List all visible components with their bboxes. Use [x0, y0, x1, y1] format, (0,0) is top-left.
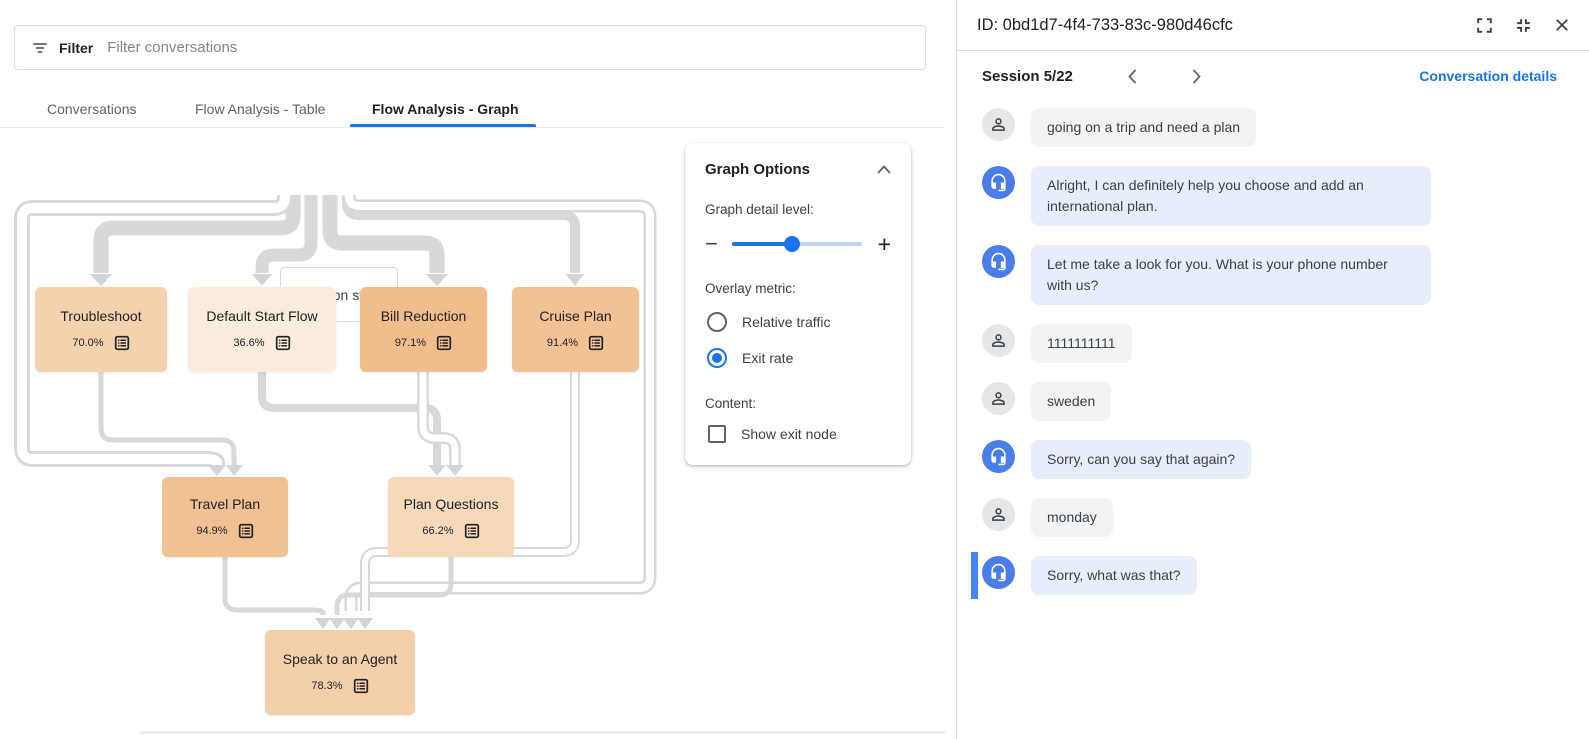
slider-fill	[731, 242, 792, 246]
message-bubble: Let me take a look for you. What is your…	[1031, 245, 1431, 305]
filter-label: Filter	[59, 39, 94, 56]
message-bubble: Sorry, what was that?	[1031, 556, 1197, 595]
list-icon[interactable]	[114, 335, 130, 351]
message-bubble: 1111111111	[1031, 324, 1132, 363]
chat-message[interactable]: 1111111111	[982, 324, 1557, 363]
flow-analysis-pane: Filter Filter conversations Conversation…	[0, 25, 945, 734]
chat-message[interactable]: going on a trip and need a plan	[982, 108, 1557, 147]
node-exit-rate: 91.4%	[546, 337, 579, 349]
node-title: Bill Reduction	[380, 308, 467, 324]
chat-message[interactable]: Sorry, can you say that again?	[982, 440, 1557, 479]
checkbox-label: Show exit node	[741, 426, 837, 442]
node-exit-rate: 78.3%	[311, 680, 343, 692]
node-title: Plan Questions	[403, 495, 499, 512]
flow-node-cruise-plan[interactable]: Cruise Plan 91.4%	[512, 287, 639, 372]
conversation-header: ID: 0bd1d7-4f4-733-83c-980d46cfc	[957, 0, 1589, 51]
next-session-button[interactable]	[1185, 64, 1209, 88]
conversation-detail-panel: ID: 0bd1d7-4f4-733-83c-980d46cfc Session…	[957, 0, 1589, 739]
graph-options-panel: Graph Options Graph detail level: − + Ov…	[685, 143, 911, 465]
message-bubble: monday	[1031, 498, 1113, 537]
list-icon[interactable]	[436, 335, 452, 351]
zoom-in-button[interactable]: +	[877, 231, 891, 257]
active-tab-underline	[350, 124, 536, 127]
chat-message[interactable]: sweden	[982, 382, 1557, 421]
slider-thumb[interactable]	[783, 236, 800, 252]
conversation-details-link[interactable]: Conversation details	[1419, 68, 1557, 84]
node-exit-rate: 97.1%	[394, 337, 427, 349]
node-exit-rate: 66.2%	[422, 524, 454, 537]
graph-detail-level-label: Graph detail level:	[705, 202, 814, 217]
node-exit-rate: 94.9%	[196, 524, 228, 537]
checkbox-icon[interactable]	[708, 425, 726, 443]
radio-icon[interactable]	[707, 312, 727, 332]
radio-label: Exit rate	[742, 350, 794, 366]
detail-level-slider[interactable]	[731, 236, 862, 252]
close-icon[interactable]	[1551, 14, 1573, 36]
message-bubble: Alright, I can definitely help you choos…	[1031, 166, 1431, 226]
message-bubble: sweden	[1031, 382, 1112, 421]
conversation-id: ID: 0bd1d7-4f4-733-83c-980d46cfc	[977, 15, 1233, 34]
tab-flow-analysis-table[interactable]: Flow Analysis - Table	[195, 101, 326, 117]
filter-list-icon	[31, 39, 49, 57]
overlay-metric-label: Overlay metric:	[705, 281, 796, 296]
show-exit-node-checkbox-row[interactable]: Show exit node	[708, 425, 891, 443]
graph-options-title: Graph Options	[705, 161, 810, 178]
node-title: Cruise Plan	[539, 308, 612, 324]
filter-placeholder: Filter conversations	[107, 39, 238, 56]
exit-fullscreen-icon[interactable]	[1512, 14, 1534, 36]
user-avatar	[982, 498, 1015, 531]
node-title: Travel Plan	[189, 495, 261, 512]
session-nav-row: Session 5/22 Conversation details	[957, 51, 1589, 97]
chat-message[interactable]: monday	[982, 498, 1557, 537]
list-icon[interactable]	[275, 335, 291, 351]
flow-node-default-start-flow[interactable]: Default Start Flow 36.6%	[188, 287, 336, 372]
flow-node-speak-to-an-agent[interactable]: Speak to an Agent 78.3%	[265, 630, 415, 715]
flow-node-bill-reduction[interactable]: Bill Reduction 97.1%	[360, 287, 487, 372]
zoom-out-button[interactable]: −	[705, 231, 718, 256]
fullscreen-icon[interactable]	[1473, 14, 1495, 36]
flow-node-travel-plan[interactable]: Travel Plan 94.9%	[162, 477, 288, 557]
chevron-up-icon[interactable]	[877, 165, 891, 174]
radio-label: Relative traffic	[742, 314, 831, 330]
tab-bar: Conversations Flow Analysis - Table Flow…	[0, 92, 945, 128]
node-exit-rate: 36.6%	[233, 337, 265, 349]
bot-avatar	[982, 556, 1015, 589]
bot-avatar	[982, 440, 1015, 473]
previous-session-button[interactable]	[1121, 64, 1145, 88]
node-title: Speak to an Agent	[282, 651, 398, 667]
horizontal-scrollbar[interactable]	[140, 731, 945, 734]
list-icon[interactable]	[353, 678, 369, 694]
chat-message[interactable]: Let me take a look for you. What is your…	[982, 245, 1557, 305]
chat-message-selected[interactable]: Sorry, what was that?	[971, 552, 1557, 599]
panel-divider	[956, 0, 957, 739]
list-icon[interactable]	[464, 523, 480, 539]
flow-node-troubleshoot[interactable]: Troubleshoot 70.0%	[35, 287, 167, 372]
session-counter: Session 5/22	[982, 67, 1073, 85]
selected-message-indicator	[971, 552, 978, 599]
list-icon[interactable]	[238, 523, 254, 539]
user-avatar	[982, 382, 1015, 415]
bot-avatar	[982, 166, 1015, 199]
node-exit-rate: 70.0%	[72, 337, 104, 349]
chat-message[interactable]: Alright, I can definitely help you choos…	[982, 166, 1557, 226]
node-title: Troubleshoot	[60, 308, 142, 324]
message-bubble: going on a trip and need a plan	[1031, 108, 1257, 147]
radio-exit-rate[interactable]: Exit rate	[707, 348, 891, 368]
content-label: Content:	[705, 396, 757, 411]
message-bubble: Sorry, can you say that again?	[1031, 440, 1252, 479]
chat-transcript: going on a trip and need a plan Alright,…	[957, 97, 1589, 599]
tab-conversations[interactable]: Conversations	[47, 101, 137, 117]
filter-conversations-input[interactable]: Filter Filter conversations	[14, 25, 926, 70]
flow-node-plan-questions[interactable]: Plan Questions 66.2%	[388, 477, 514, 557]
radio-selected-icon[interactable]	[707, 348, 727, 368]
edge-arrowheads	[90, 274, 584, 629]
user-avatar	[982, 324, 1015, 357]
list-icon[interactable]	[588, 335, 604, 351]
node-title: Default Start Flow	[206, 308, 318, 324]
tab-flow-analysis-graph[interactable]: Flow Analysis - Graph	[372, 101, 519, 117]
radio-relative-traffic[interactable]: Relative traffic	[707, 312, 891, 332]
user-avatar	[982, 108, 1015, 141]
bot-avatar	[982, 245, 1015, 278]
